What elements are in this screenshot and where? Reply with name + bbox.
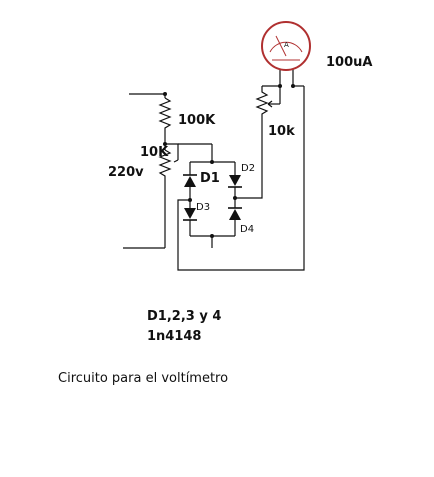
label-r-trim-left: 10K — [140, 145, 169, 160]
diode-d3-symbol — [183, 208, 197, 221]
label-r-fixed: 100K — [178, 113, 216, 128]
meter-symbol: A — [284, 41, 289, 49]
diode-d2-symbol — [228, 175, 242, 188]
label-d3: D3 — [196, 202, 210, 213]
wires — [123, 66, 305, 271]
diode-d4-symbol — [228, 207, 242, 220]
label-d2: D2 — [241, 163, 255, 174]
note-diodes-line1: D1,2,3 y 4 — [147, 309, 221, 324]
junction-dots — [163, 84, 295, 238]
meter-label: 100uA — [326, 55, 372, 70]
diode-d1-symbol — [183, 174, 197, 187]
label-d4: D4 — [240, 224, 254, 235]
ammeter-icon: A — [261, 21, 311, 71]
caption: Circuito para el voltímetro — [58, 371, 228, 386]
label-r-trim-meter: 10k — [268, 124, 295, 139]
label-d1: D1 — [200, 171, 220, 186]
note-diodes-line2: 1n4148 — [147, 329, 201, 344]
label-supply: 220v — [108, 165, 144, 180]
